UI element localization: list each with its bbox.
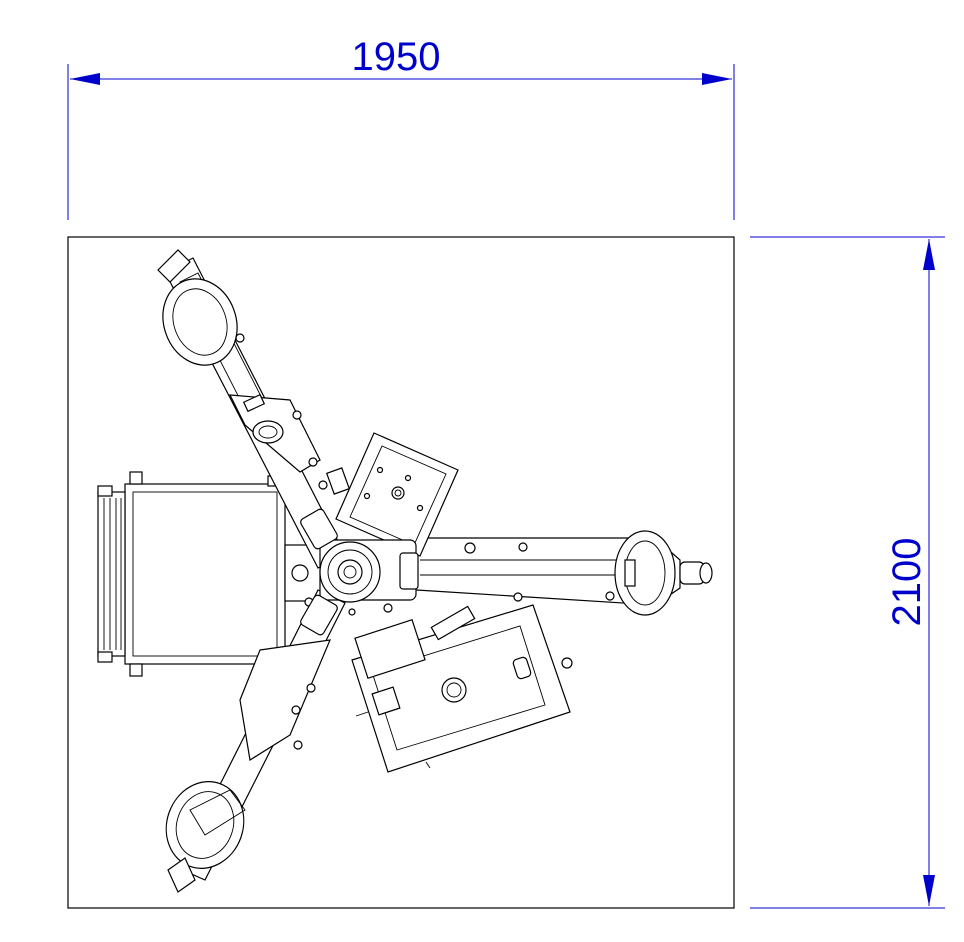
upper-left-arm [157, 249, 346, 569]
central-hub [300, 508, 419, 636]
lower-left-arm [165, 589, 346, 893]
lower-motor-box [351, 604, 573, 773]
width-dimension: 1950 [67, 35, 735, 220]
width-arrow-right-icon [702, 73, 732, 85]
height-arrow-top-icon [923, 239, 935, 270]
machine-top-view [97, 249, 713, 893]
right-arm [384, 530, 713, 616]
left-platform [97, 471, 326, 677]
width-dimension-label: 1950 [352, 35, 441, 79]
height-arrow-bottom-icon [923, 875, 935, 906]
machine-bounding-frame [67, 236, 735, 909]
width-arrow-left-icon [70, 73, 100, 85]
height-dimension: 2100 [750, 236, 945, 909]
upper-control-box [325, 432, 459, 557]
height-dimension-label: 2100 [885, 538, 929, 627]
